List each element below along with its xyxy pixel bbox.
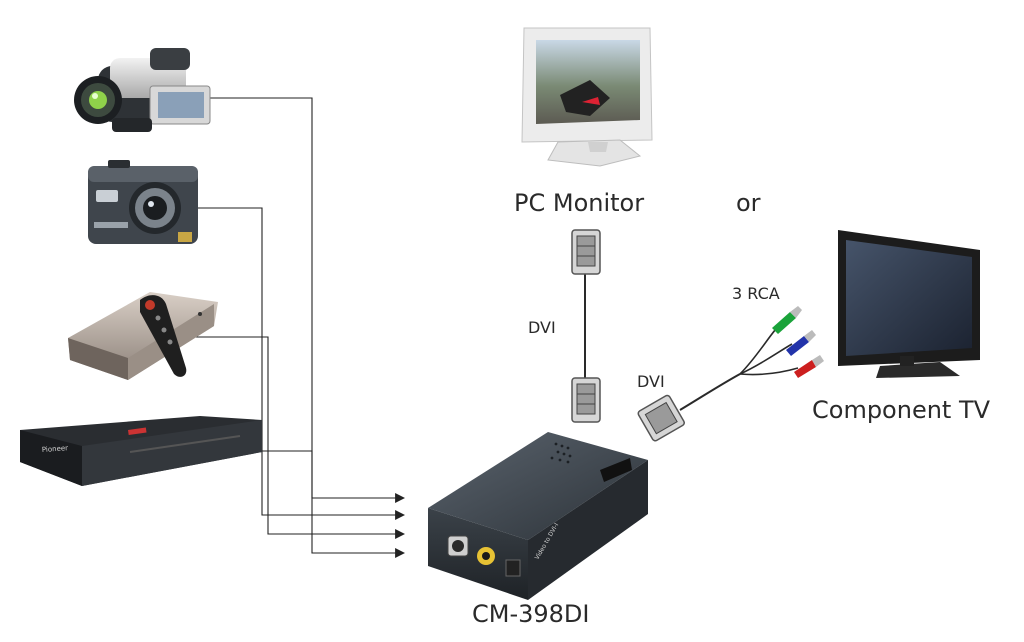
camcorder-wire <box>208 97 405 503</box>
pc-monitor-icon <box>521 27 653 167</box>
rca-label: 3 RCA <box>732 284 780 303</box>
dvi-connector-icon <box>571 377 601 423</box>
dvi-connector-icon <box>571 229 601 275</box>
or-label: or <box>736 189 761 217</box>
dvi-cable-vertical <box>571 229 601 423</box>
camera-wire <box>198 207 405 520</box>
source-wires <box>186 97 405 558</box>
media-player-wire <box>186 336 405 539</box>
dvd-brand-text: Pioneer <box>42 444 69 454</box>
dvi-component-cable <box>637 306 824 442</box>
component-tv-label: Component TV <box>812 396 991 424</box>
camera-icon <box>88 160 198 244</box>
camcorder-icon <box>74 48 211 132</box>
converter-box-icon: Video to DVI-I <box>428 432 648 600</box>
dvd-player-icon: Pioneer <box>20 416 262 486</box>
dvd-player-wire <box>262 450 405 558</box>
pc-monitor-label: PC Monitor <box>514 189 645 217</box>
rca-plug-icon <box>772 306 824 378</box>
converter-model-label: CM-398DI <box>472 600 590 628</box>
dvi-connector-icon <box>637 394 685 442</box>
dvi-vertical-label: DVI <box>528 318 556 337</box>
remote-icon <box>140 295 187 377</box>
dvi-side-label: DVI <box>637 372 665 391</box>
component-tv-icon <box>838 230 980 378</box>
vent-grille <box>550 442 572 464</box>
